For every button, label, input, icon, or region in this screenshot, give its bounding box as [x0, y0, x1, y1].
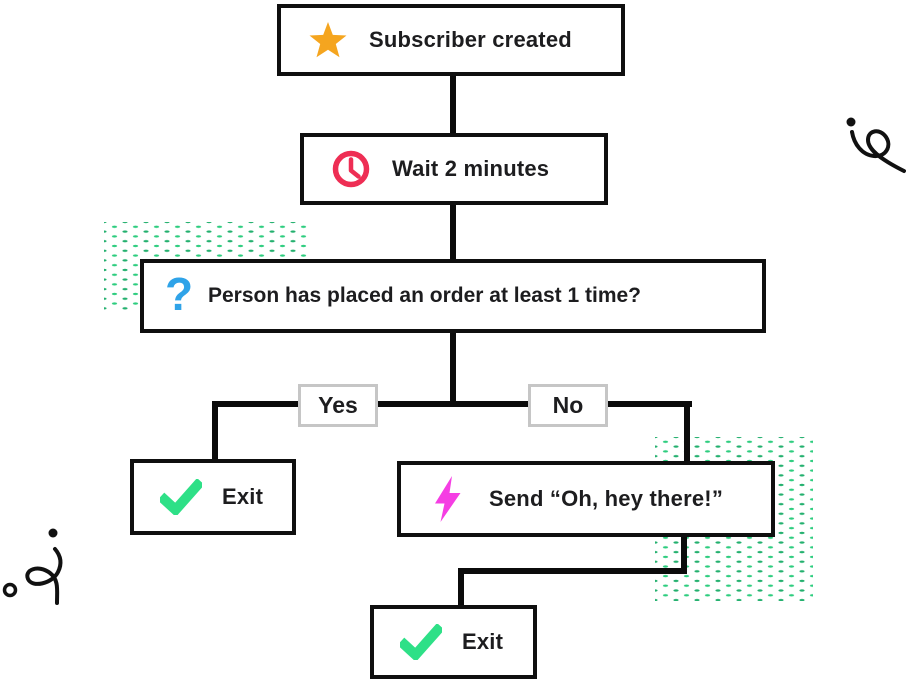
node-order-question[interactable]: ? Person has placed an order at least 1 … [140, 259, 766, 333]
node-subscriber-created[interactable]: Subscriber created [277, 4, 625, 76]
question-mark-icon: ? [164, 268, 194, 320]
ring-doodle [2, 582, 18, 598]
connector-wait-to-question [450, 203, 456, 261]
connector-no-vertical [684, 401, 690, 465]
lightning-icon [427, 476, 469, 522]
checkmark-icon [160, 479, 202, 515]
clock-icon [330, 150, 372, 188]
connector-send-horizontal [458, 568, 687, 574]
node-label: Subscriber created [369, 27, 572, 52]
branch-label-yes: Yes [298, 384, 378, 427]
connector-to-final-exit [458, 568, 464, 609]
connector-yes-vertical [212, 401, 218, 463]
squiggle-doodle-top-right [846, 117, 906, 173]
branch-label-text: No [552, 392, 584, 418]
branch-label-text: Yes [318, 392, 358, 418]
node-label: Send “Oh, hey there!” [489, 486, 724, 511]
node-wait-2-minutes[interactable]: Wait 2 minutes [300, 133, 608, 205]
node-label: Wait 2 minutes [392, 156, 550, 181]
node-send-email[interactable]: Send “Oh, hey there!” [397, 461, 775, 537]
connector-subscriber-to-wait [450, 72, 456, 136]
squiggle-doodle-bottom-left [2, 528, 63, 605]
node-label: Person has placed an order at least 1 ti… [208, 284, 641, 307]
connector-branch-horizontal [212, 401, 692, 407]
star-icon [307, 21, 349, 59]
node-exit-yes-branch[interactable]: Exit [130, 459, 296, 535]
node-exit-after-send[interactable]: Exit [370, 605, 537, 679]
checkmark-icon [400, 624, 442, 660]
node-label: Exit [462, 629, 504, 654]
node-label: Exit [222, 484, 264, 509]
connector-send-down [681, 534, 687, 574]
branch-label-no: No [528, 384, 608, 427]
connector-question-to-branch [450, 331, 456, 407]
